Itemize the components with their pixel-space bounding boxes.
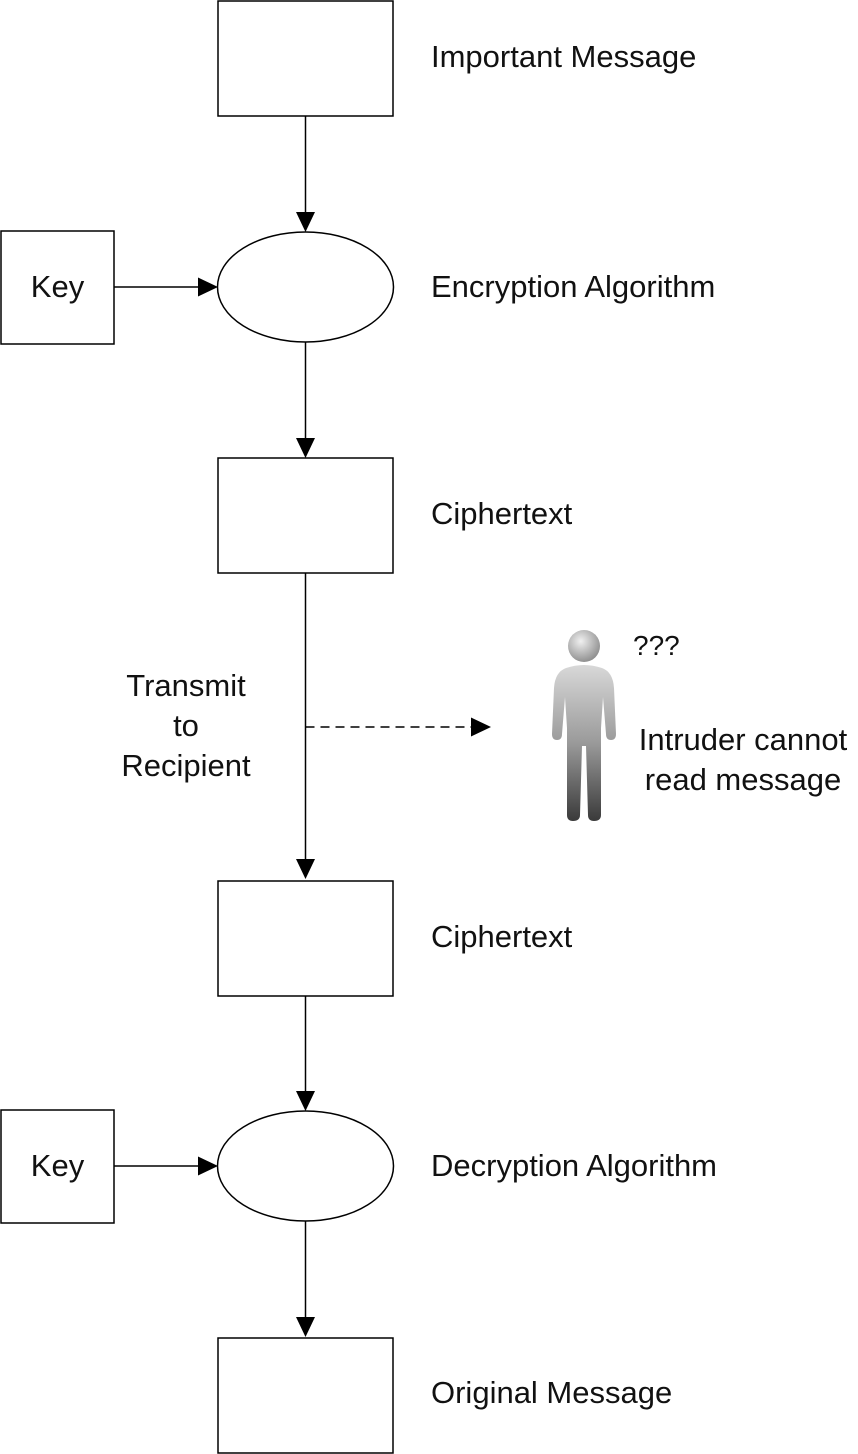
ciphertext-received-label: Ciphertext (431, 919, 573, 954)
intruder-question-marks: ??? (633, 630, 680, 661)
decryption-key-box (0, 1109, 115, 1224)
important-message-box (217, 0, 394, 117)
transmit-label-line2: to (173, 708, 199, 743)
arrow-key-to-decryption (114, 1156, 218, 1176)
intruder-caption-line1: Intruder cannot (638, 722, 848, 757)
dashed-intercept-arrow (305, 717, 491, 737)
arrow-encryption-to-ciphertext (296, 342, 315, 458)
decryption-algorithm-ellipse (216, 1110, 395, 1222)
encryption-key-label: Key (30, 269, 85, 304)
arrow-transmit (296, 573, 315, 879)
arrow-ciphertext-to-decryption (296, 996, 315, 1111)
transmit-label-line1: Transmit (126, 668, 246, 703)
encryption-key-box (0, 230, 115, 345)
important-message-label: Important Message (431, 39, 697, 74)
encryption-algorithm-label: Encryption Algorithm (431, 269, 716, 304)
arrow-key-to-encryption (114, 277, 218, 297)
decryption-key-label: Key (30, 1148, 85, 1183)
decryption-algorithm-label: Decryption Algorithm (431, 1148, 718, 1183)
original-message-box (217, 1337, 394, 1454)
person-silhouette-icon (552, 630, 616, 821)
arrow-message-to-encryption (296, 116, 315, 232)
arrow-decryption-to-original (296, 1221, 315, 1337)
transmit-label-line3: Recipient (121, 748, 251, 783)
encryption-algorithm-ellipse (216, 231, 395, 343)
ciphertext-sent-box (217, 457, 394, 574)
intruder-caption-line2: read message (644, 762, 842, 797)
ciphertext-sent-label: Ciphertext (431, 496, 573, 531)
original-message-label: Original Message (431, 1375, 673, 1410)
ciphertext-received-box (217, 880, 394, 997)
